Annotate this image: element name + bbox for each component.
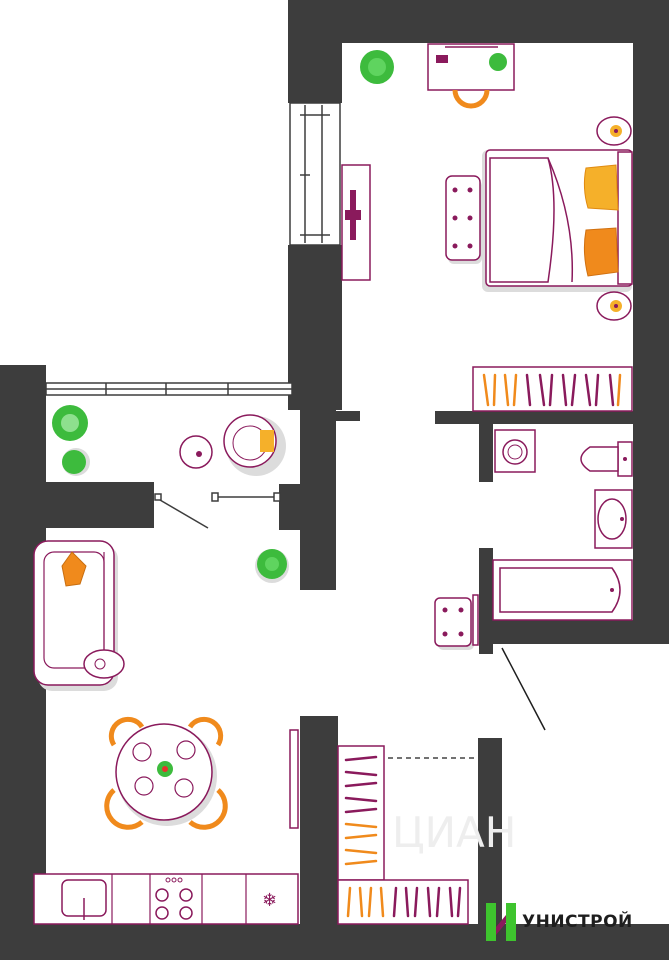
logo-text: УНИСТРОЙ (522, 912, 633, 932)
bed-icon (482, 149, 633, 292)
nightstand-icon (596, 291, 632, 321)
toilet-icon (580, 441, 633, 477)
armchair-icon (223, 414, 286, 476)
stool-icon (179, 435, 213, 469)
tv-icon (289, 729, 299, 829)
sofa-icon (33, 540, 125, 691)
entry-door (501, 647, 546, 731)
logo-mark-icon (486, 903, 516, 941)
wall-bed-bath (435, 411, 633, 424)
washing-machine-icon (494, 429, 536, 473)
dining-table-icon (104, 716, 228, 830)
wall-bath-bottom (479, 620, 669, 644)
wall-bath-left (479, 424, 493, 482)
wall-hall-stub (279, 484, 303, 530)
wall-left-upper (288, 0, 342, 103)
tv-icon (341, 164, 371, 281)
bedroom-window (289, 102, 341, 246)
wall-central-lower (300, 410, 336, 590)
wall-balcony-bottom (0, 482, 154, 528)
wall-central (288, 245, 342, 410)
desk-icon (427, 43, 515, 109)
bathtub-icon (492, 559, 633, 621)
sink-icon (594, 489, 633, 549)
plant-icon (489, 53, 507, 71)
bench-icon (434, 597, 474, 650)
plant-icon (360, 50, 394, 84)
plant-icon (52, 405, 88, 441)
mirror-icon (472, 594, 479, 646)
balcony-door (154, 492, 281, 529)
wall-top (288, 0, 669, 43)
fridge-icon: ❄ (262, 890, 277, 911)
wardrobe-icon (337, 745, 478, 925)
sink-icon (61, 879, 107, 920)
plant-icon (255, 549, 289, 583)
nightstand-icon (596, 116, 632, 146)
wall-wardrobe-left (300, 716, 338, 924)
wall-bed-bath-left (336, 411, 360, 421)
stove-icon (155, 877, 193, 920)
brand-logo: УНИСТРОЙ (486, 900, 661, 944)
wall-left-top (0, 365, 36, 387)
balcony-window (45, 382, 293, 396)
bench-icon (445, 175, 482, 264)
wardrobe-icon (472, 366, 633, 412)
plant-icon (62, 448, 90, 476)
wall-right (633, 0, 669, 640)
wall-wardrobe-right (478, 738, 502, 924)
wall-lower-right (502, 924, 669, 960)
